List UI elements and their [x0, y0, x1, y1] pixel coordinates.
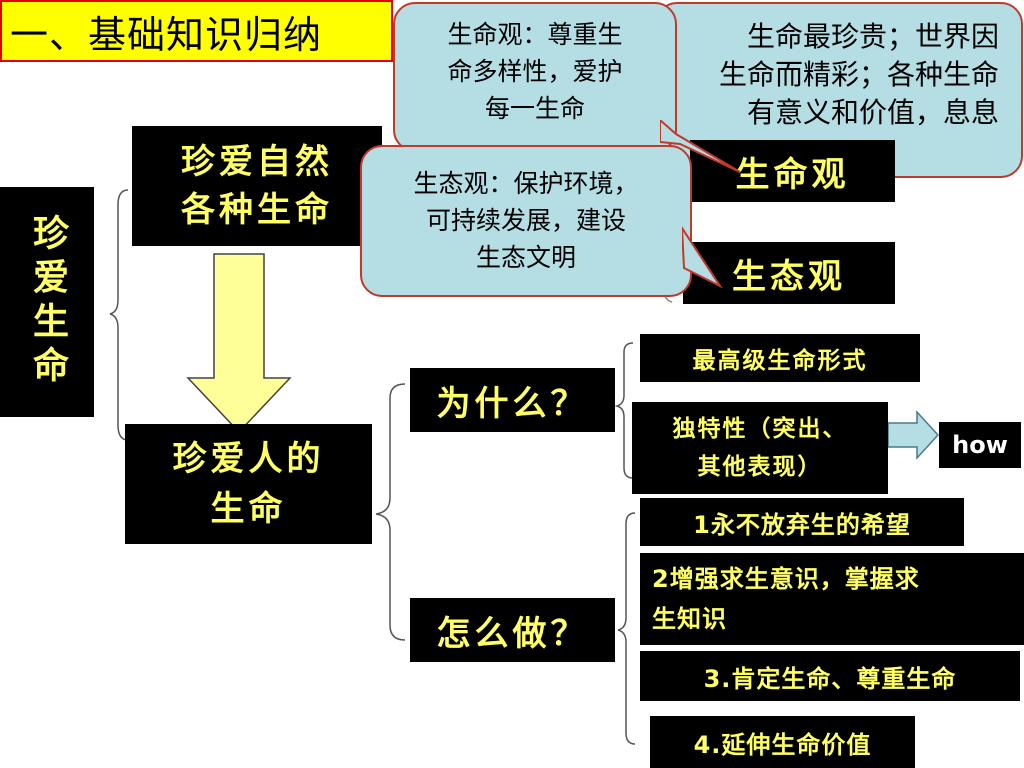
- callout-eco-view-line3: 生态文明: [475, 243, 576, 272]
- callout-life-view-line2: 命多样性，爱护: [447, 57, 623, 86]
- nature-box: 珍爱自然 各种生命: [132, 126, 382, 246]
- life-view-box: 生命观: [690, 140, 895, 202]
- nature-label-line2: 各种生命: [181, 190, 333, 230]
- how-item-2-line2: 生知识: [652, 605, 727, 633]
- how-tag-label: how: [952, 431, 1008, 459]
- callout-eco-view-line2: 可持续发展，建设: [425, 206, 626, 235]
- right-arrow: [887, 410, 940, 460]
- callout-eco-view-line1: 生态观：保护环境，: [413, 169, 639, 198]
- life-view-label: 生命观: [735, 154, 850, 195]
- callout-eco-view: 生态观：保护环境， 可持续发展，建设 生态文明: [360, 145, 692, 297]
- callout-life-view-line3: 每一生命: [484, 94, 585, 123]
- why-item-highest-form-label: 最高级生命形式: [692, 348, 868, 374]
- nature-label-line1: 珍爱自然: [181, 142, 333, 182]
- why-brace: [614, 342, 634, 479]
- why-item-uniqueness: 独特性（突出、 其他表现）: [632, 402, 888, 494]
- root-box: 珍爱生命: [0, 187, 94, 417]
- how-item-1: 1永不放弃生的希望: [640, 498, 964, 546]
- human-life-label-line2: 生命: [210, 489, 287, 529]
- root-brace: [109, 189, 129, 441]
- callout-life-view-tail: [660, 120, 741, 173]
- how-item-2-line1: 2增强求生意识，掌握求: [652, 565, 920, 593]
- how-box: 怎么做？: [410, 598, 615, 662]
- down-arrow: [186, 253, 292, 434]
- why-item-uniqueness-line2: 其他表现）: [697, 454, 823, 480]
- eco-view-box: 生态观: [683, 242, 895, 304]
- why-label: 为什么？: [436, 383, 589, 424]
- why-item-highest-form: 最高级生命形式: [640, 334, 920, 382]
- how-label: 怎么做？: [436, 613, 589, 654]
- how-item-3-label: 3.肯定生命、尊重生命: [703, 664, 957, 693]
- callout-life-meaning-line1: 生命最珍贵；世界因: [746, 20, 999, 53]
- why-item-uniqueness-line1: 独特性（突出、: [672, 416, 848, 442]
- callout-life-meaning-line3: 有意义和价值，息息: [746, 96, 999, 129]
- callout-life-meaning-line2: 生命而精彩；各种生命: [718, 58, 999, 91]
- how-item-2: 2增强求生意识，掌握求 生知识: [640, 553, 1024, 645]
- human-life-label-line1: 珍爱人的: [172, 439, 325, 479]
- how-item-4-label: 4.延伸生命价值: [693, 730, 872, 759]
- page-title: 一、基础知识归纳: [0, 0, 393, 62]
- human-life-box: 珍爱人的 生命: [125, 424, 372, 544]
- how-tag: how: [939, 422, 1021, 468]
- root-label: 珍爱生命: [27, 214, 68, 390]
- callout-life-view-line1: 生命观：尊重生: [447, 20, 623, 49]
- human-brace: [375, 383, 406, 641]
- how-item-4: 4.延伸生命价值: [650, 716, 915, 768]
- page-title-text: 一、基础知识归纳: [10, 12, 323, 57]
- callout-eco-view-tail: [682, 226, 723, 289]
- how-brace: [617, 512, 636, 745]
- callout-life-view: 生命观：尊重生 命多样性，爱护 每一生命: [393, 2, 677, 152]
- how-item-1-label: 1永不放弃生的希望: [693, 510, 911, 539]
- why-box: 为什么？: [410, 368, 615, 432]
- how-item-3: 3.肯定生命、尊重生命: [640, 651, 1020, 701]
- eco-view-label: 生态观: [732, 256, 846, 297]
